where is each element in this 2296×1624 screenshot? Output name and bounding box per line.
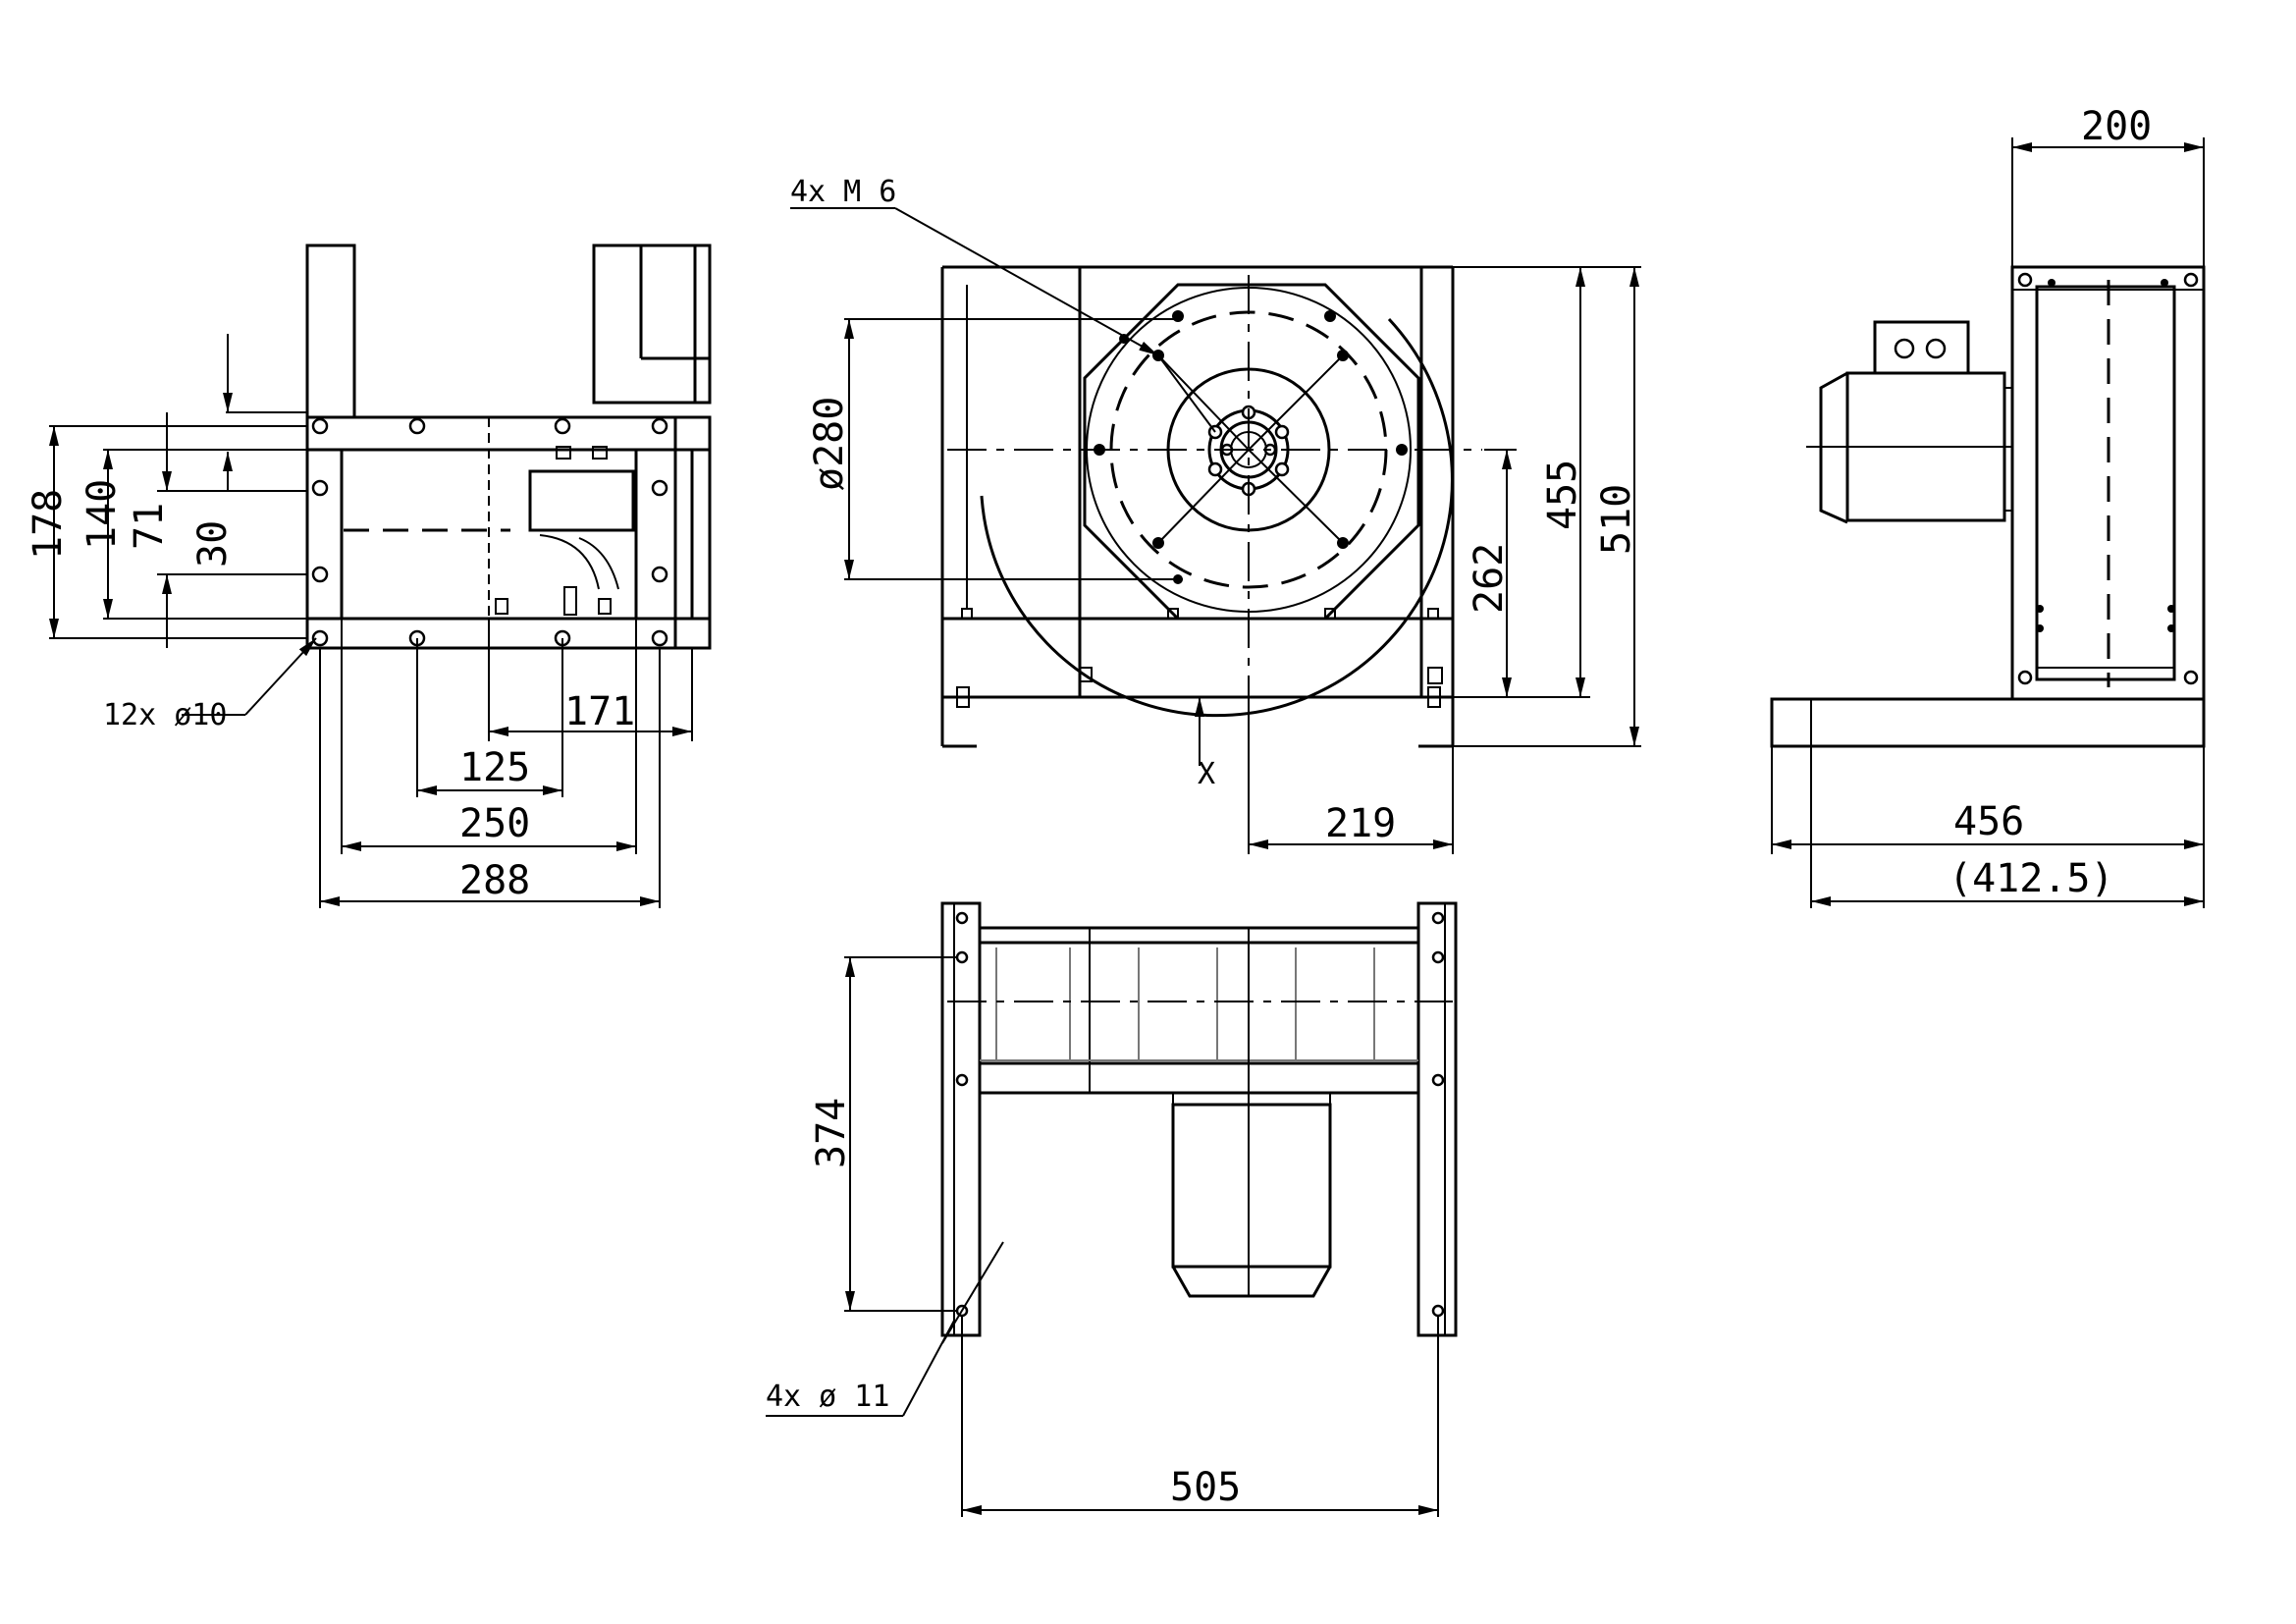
dim-200: 200 [2081,104,2152,149]
base-plate [1770,697,2206,748]
dim-262: 262 [1467,543,1512,614]
left-horizontal-dims: 171 125 250 288 [319,619,693,908]
dim-455: 455 [1540,460,1585,530]
left-vertical-dims: 178 140 71 30 [26,334,307,648]
bottom-dims: 374 505 [809,956,1439,1517]
motor-bottom [1171,1103,1332,1269]
left-side-view: 178 140 71 30 12x ø10 171 [26,244,712,908]
bottom-view: 4x ø 11 374 505 [766,901,1458,1517]
front-dims: ø280 455 510 262 219 [807,266,1641,854]
dim-171: 171 [564,689,635,734]
dim-71: 71 [127,503,172,550]
dim-288: 288 [459,858,530,903]
dim-125: 125 [459,745,530,790]
left-frame [305,415,712,650]
terminal-box [1873,320,1970,375]
dim-178: 178 [26,489,71,560]
dim-412-5: (412.5) [1949,856,2114,901]
dim-140: 140 [80,479,125,550]
marker-x: X [1198,757,1215,791]
right-dims: 200 456 (412.5) [1771,104,2205,908]
note-4x-holes: 4x ø 11 [766,1380,889,1414]
motor-block [592,244,712,405]
dim-30: 30 [190,520,236,568]
right-side-view: 200 456 (412.5) [1770,104,2206,908]
post-left [305,244,356,419]
dim-d280: ø280 [807,397,852,491]
note-12x-holes: 12x ø10 [103,698,227,732]
dim-374: 374 [809,1098,854,1168]
impeller-housing [978,926,1420,1095]
dim-250: 250 [459,801,530,846]
dim-505: 505 [1170,1465,1241,1510]
dim-510: 510 [1594,484,1639,555]
dim-456: 456 [1953,799,2024,844]
hole [311,417,329,435]
dim-219: 219 [1325,801,1396,846]
note-4x-m6: 4x M 6 [790,175,896,209]
front-view: 4x M 6 X ø280 455 510 262 [790,175,1641,854]
